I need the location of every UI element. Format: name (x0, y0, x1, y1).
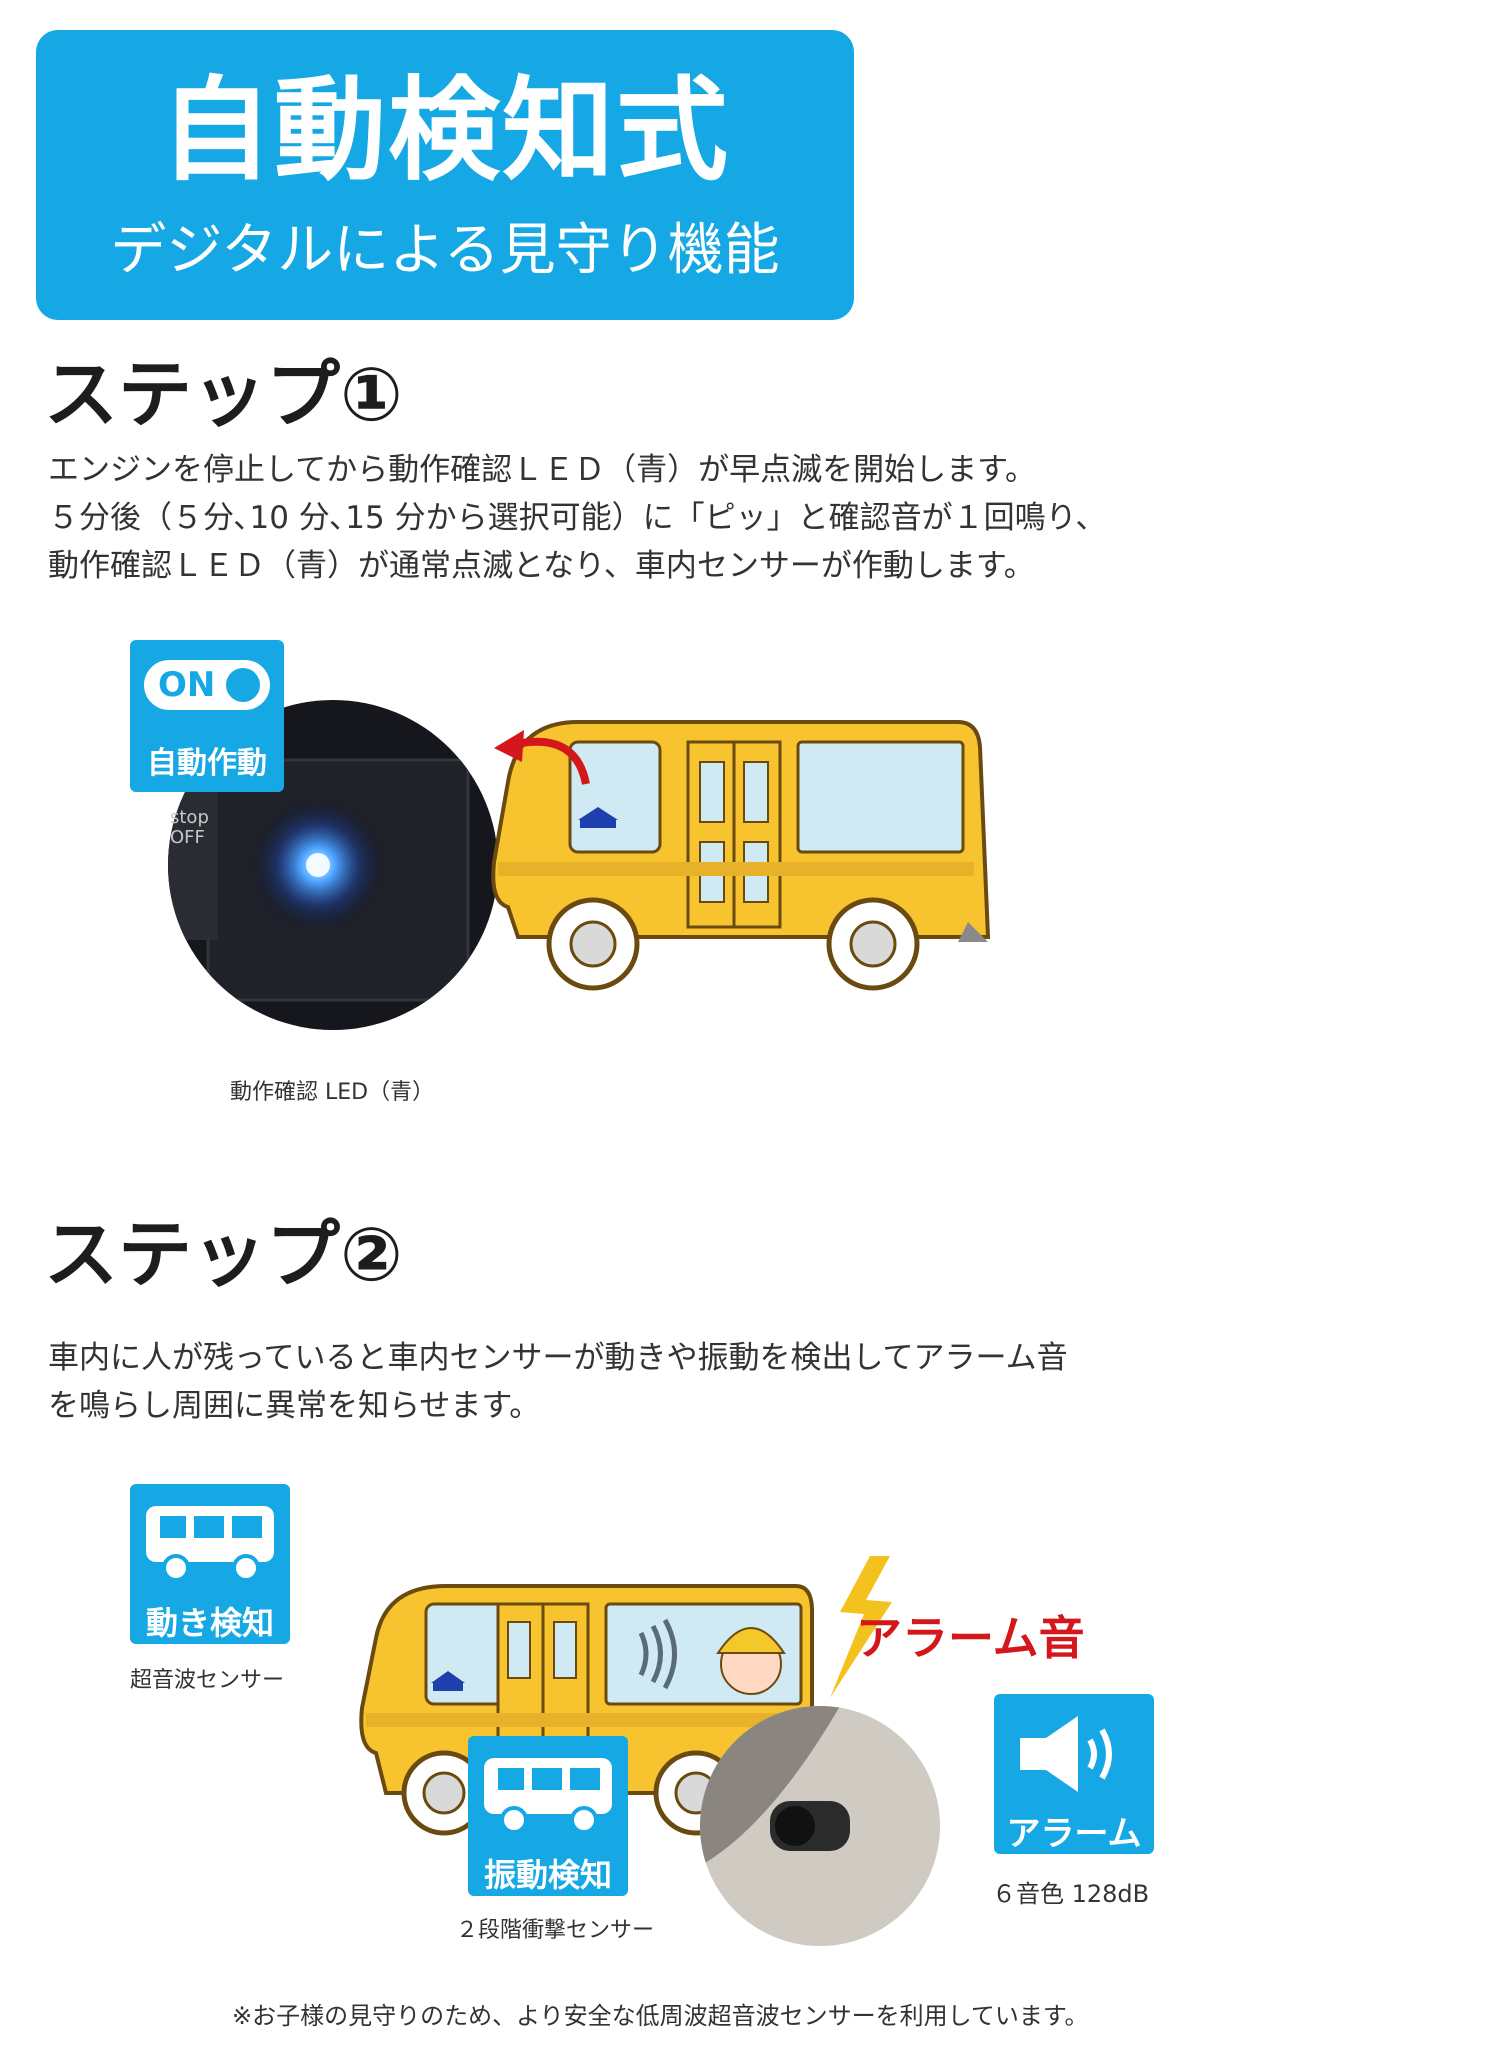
motion-detection-label: 動き検知 (145, 1604, 274, 1642)
alarm-badge: アラーム (994, 1694, 1154, 1854)
bus-vibration-icon (480, 1754, 616, 1834)
switch-label: stop OFF (170, 807, 209, 848)
bus-illustration (488, 712, 1008, 1002)
ultrasonic-sensor-caption: 超音波センサー (130, 1668, 285, 1693)
alarm-sound-text: アラーム音 (856, 1611, 1085, 1665)
sensor-photo (700, 1706, 940, 1946)
step1-title: ステップ① (44, 352, 403, 438)
on-label: ON (158, 665, 216, 705)
step2-line: を鳴らし周囲に異常を知らせます。 (48, 1388, 541, 1424)
on-indicator: ON (144, 660, 270, 710)
on-dot-icon (226, 668, 260, 702)
shock-sensor-caption: ２段階衝撃センサー (456, 1918, 655, 1943)
step1-line: エンジンを停止してから動作確認ＬＥＤ（青）が早点滅を開始します。 (48, 452, 1036, 488)
speaker-icon (1014, 1710, 1134, 1798)
motion-detection-badge: 動き検知 (130, 1484, 290, 1644)
step1-line: 動作確認ＬＥＤ（青）が通常点滅となり、車内センサーが作動します。 (48, 548, 1035, 584)
vibration-detection-badge: 振動検知 (468, 1736, 628, 1896)
step1-line: ５分後（５分､10 分､15 分から選択可能）に「ピッ」と確認音が１回鳴り、 (48, 500, 1107, 536)
alarm-badge-label: アラーム (1006, 1814, 1142, 1854)
vibration-detection-label: 振動検知 (483, 1856, 612, 1894)
led-caption: 動作確認 LED（青） (230, 1080, 435, 1105)
led-photo: stop OFF (168, 700, 498, 1030)
footnote: ※お子様の見守りのため、より安全な低周波超音波センサーを利用しています。 (232, 2002, 1089, 2030)
auto-operation-badge: ON 自動作動 (130, 640, 284, 792)
lightning-icon (820, 1552, 900, 1702)
page-title: 自動検知式 (160, 66, 730, 196)
bus-sensor-icon (142, 1502, 278, 1582)
red-arrow-icon (486, 722, 596, 792)
auto-operation-label: 自動作動 (147, 746, 267, 781)
step2-description: 車内に人が残っていると車内センサーが動きや振動を検出してアラーム音 を鳴らし周囲… (48, 1334, 1068, 1430)
step1-description: エンジンを停止してから動作確認ＬＥＤ（青）が早点滅を開始します。 ５分後（５分､… (48, 446, 1106, 590)
page-subtitle: デジタルによる見守り機能 (110, 218, 780, 283)
alarm-spec-caption: ６音色 128dB (992, 1880, 1150, 1908)
step2-line: 車内に人が残っていると車内センサーが動きや振動を検出してアラーム音 (48, 1340, 1068, 1376)
step2-title: ステップ② (44, 1212, 403, 1298)
header-banner: 自動検知式 デジタルによる見守り機能 (36, 30, 854, 320)
